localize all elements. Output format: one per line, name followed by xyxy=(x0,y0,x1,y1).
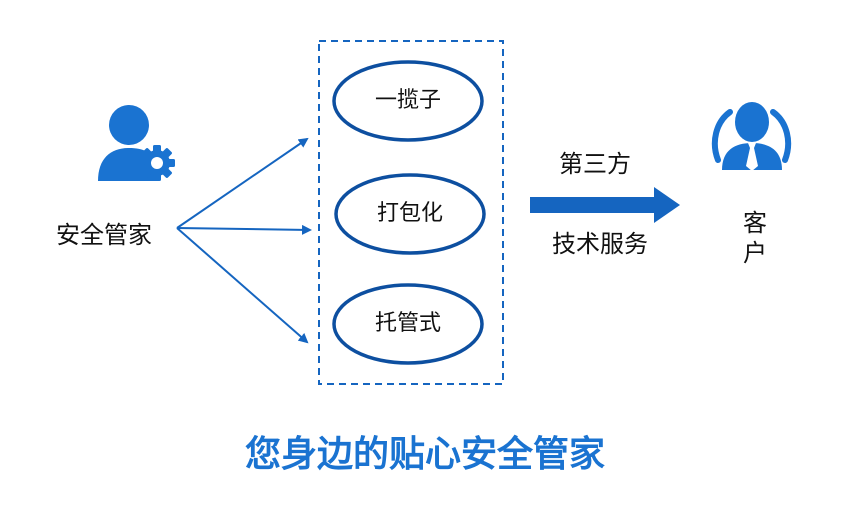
arrow-to-service-3 xyxy=(176,227,309,344)
customer-label-line1: 客 xyxy=(743,209,767,237)
service-ellipse-3 xyxy=(332,283,484,365)
service-ellipse-2 xyxy=(334,173,486,255)
fan-out-arrows xyxy=(176,137,312,344)
business-person-icon xyxy=(711,102,792,171)
third-party-label-bottom: 技术服务 xyxy=(552,230,648,258)
user-gear-icon xyxy=(98,105,175,181)
service-label-1: 一揽子 xyxy=(374,88,442,113)
manager-label: 安全管家 xyxy=(56,221,152,249)
third-party-label-top: 第三方 xyxy=(559,150,631,178)
tagline: 您身边的贴心安全管家 xyxy=(244,434,606,475)
service-ellipse-1 xyxy=(332,60,484,142)
customer-label-line2: 户 xyxy=(743,239,767,267)
service-label-3: 托管式 xyxy=(374,311,442,336)
services-container xyxy=(318,40,504,385)
customer-label: 客 户 xyxy=(743,208,767,268)
third-party-arrow xyxy=(530,187,680,223)
service-label-2: 打包化 xyxy=(376,201,444,226)
arrow-to-service-1 xyxy=(176,137,309,229)
arrow-to-service-2 xyxy=(176,224,312,235)
